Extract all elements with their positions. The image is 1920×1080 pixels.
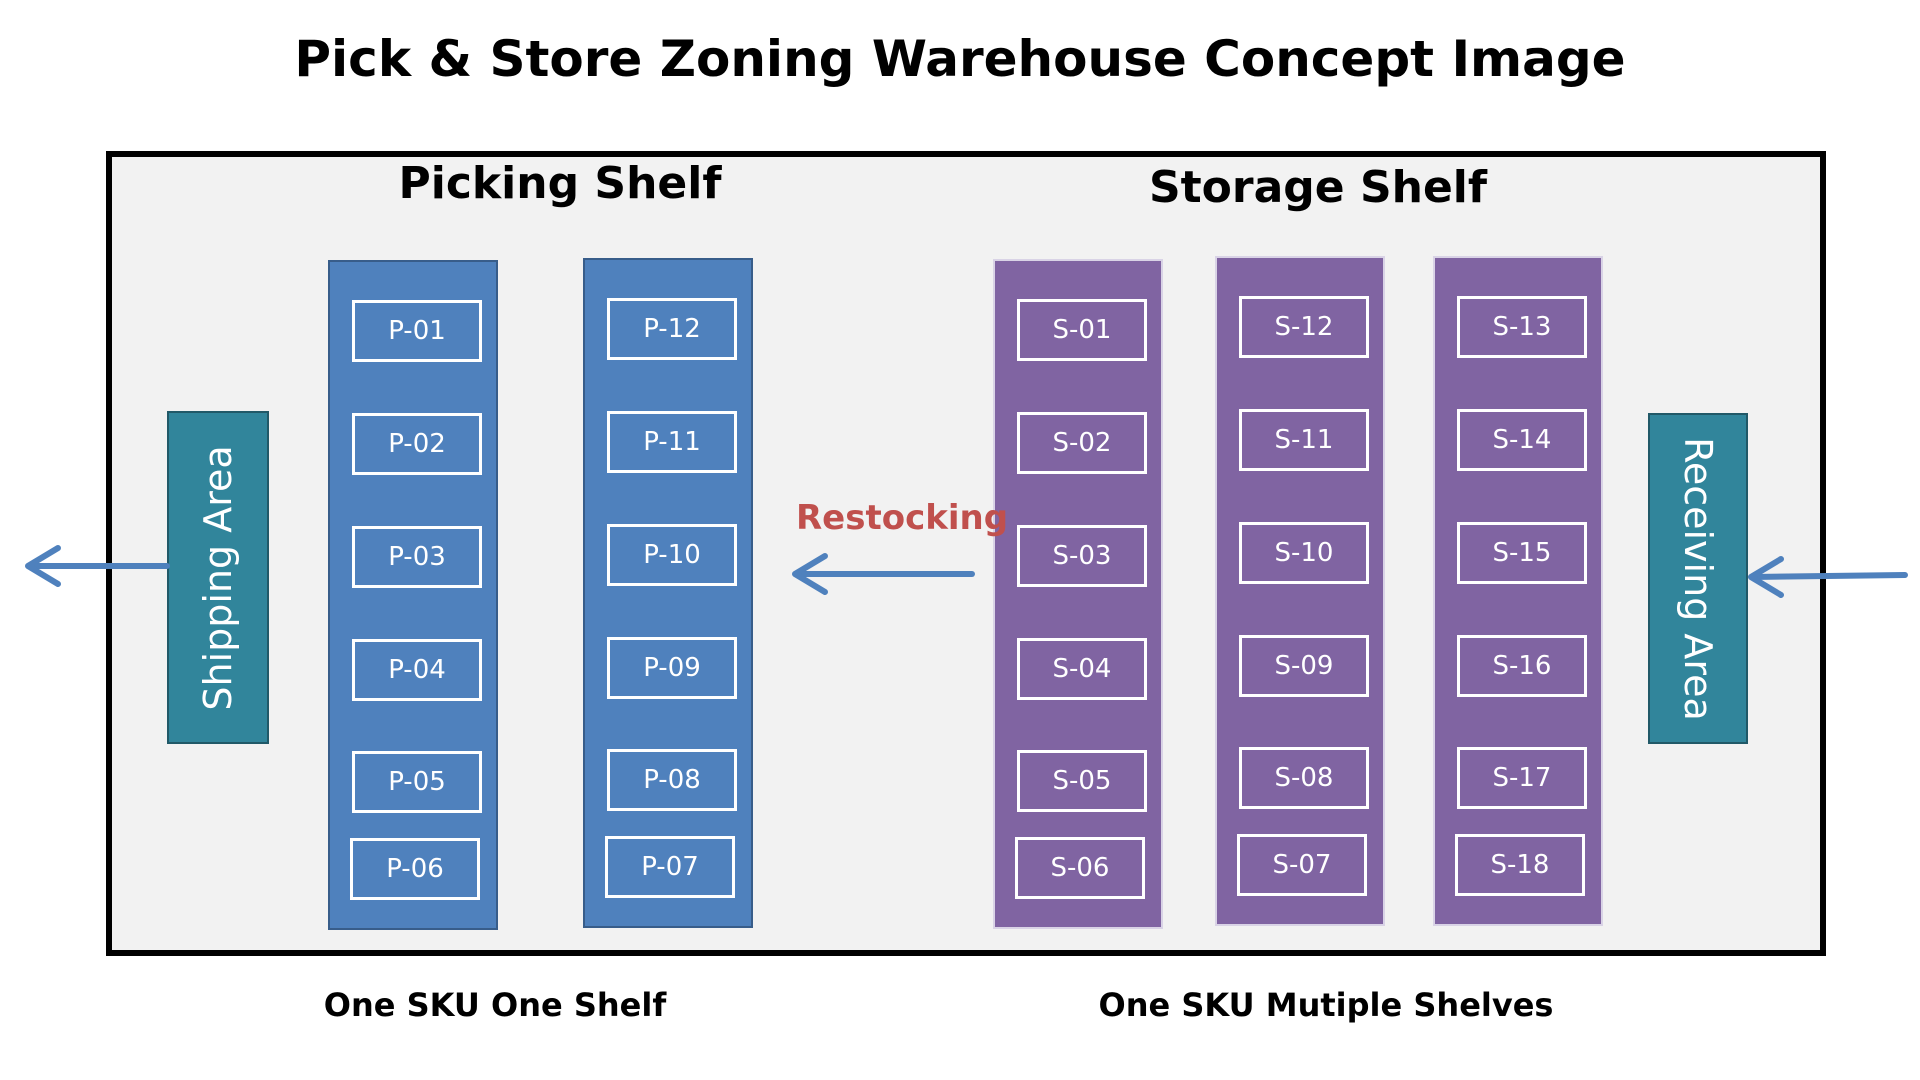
shelf-slot: P-10 xyxy=(607,524,737,586)
shipping-arrow-head-icon xyxy=(25,545,61,587)
shelf-slot: S-06 xyxy=(1015,837,1145,899)
shelf-slot: S-07 xyxy=(1237,834,1367,896)
restocking-arrow-head-icon xyxy=(792,553,828,595)
shelf-slot: S-04 xyxy=(1017,638,1147,700)
shelf-slot: S-10 xyxy=(1239,522,1369,584)
shelf-slot: S-08 xyxy=(1239,747,1369,809)
receiving-area: Receiving Area xyxy=(1648,413,1748,744)
shelf-slot: P-02 xyxy=(352,413,482,475)
shelf-slot: S-12 xyxy=(1239,296,1369,358)
shelf-slot: S-11 xyxy=(1239,409,1369,471)
shelf-slot: S-03 xyxy=(1017,525,1147,587)
shelf-slot: P-11 xyxy=(607,411,737,473)
shelf-slot: S-16 xyxy=(1457,635,1587,697)
shelf-slot: P-07 xyxy=(605,836,735,898)
shelf-slot: P-04 xyxy=(352,639,482,701)
shelf-slot: P-08 xyxy=(607,749,737,811)
storage-rack-2: S-12 S-11 S-10 S-09 S-08 S-07 xyxy=(1215,256,1385,926)
restocking-label: Restocking xyxy=(796,498,1009,538)
picking-shelf-title: Picking Shelf xyxy=(398,158,722,209)
shelf-slot: S-05 xyxy=(1017,750,1147,812)
receiving-arrow-head-icon xyxy=(1748,556,1784,598)
receiving-arrow-icon xyxy=(1750,572,1908,580)
shipping-area: Shipping Area xyxy=(167,411,269,744)
shelf-slot: P-03 xyxy=(352,526,482,588)
storage-rack-1: S-01 S-02 S-03 S-04 S-05 S-06 xyxy=(993,259,1163,929)
diagram-title: Pick & Store Zoning Warehouse Concept Im… xyxy=(294,30,1626,88)
shelf-slot: P-01 xyxy=(352,300,482,362)
storage-rack-3: S-13 S-14 S-15 S-16 S-17 S-18 xyxy=(1433,256,1603,926)
picking-footer-note: One SKU One Shelf xyxy=(323,986,667,1024)
shelf-slot: S-01 xyxy=(1017,299,1147,361)
shelf-slot: S-13 xyxy=(1457,296,1587,358)
shelf-slot: S-09 xyxy=(1239,635,1369,697)
picking-rack-2: P-12 P-11 P-10 P-09 P-08 P-07 xyxy=(583,258,753,928)
shelf-slot: P-06 xyxy=(350,838,480,900)
shelf-slot: S-14 xyxy=(1457,409,1587,471)
shelf-slot: P-12 xyxy=(607,298,737,360)
shelf-slot: P-05 xyxy=(352,751,482,813)
shelf-slot: P-09 xyxy=(607,637,737,699)
shelf-slot: S-17 xyxy=(1457,747,1587,809)
shelf-slot: S-18 xyxy=(1455,834,1585,896)
shelf-slot: S-15 xyxy=(1457,522,1587,584)
picking-rack-1: P-01 P-02 P-03 P-04 P-05 P-06 xyxy=(328,260,498,930)
storage-footer-note: One SKU Mutiple Shelves xyxy=(1098,986,1554,1024)
storage-shelf-title: Storage Shelf xyxy=(1148,162,1488,213)
shelf-slot: S-02 xyxy=(1017,412,1147,474)
